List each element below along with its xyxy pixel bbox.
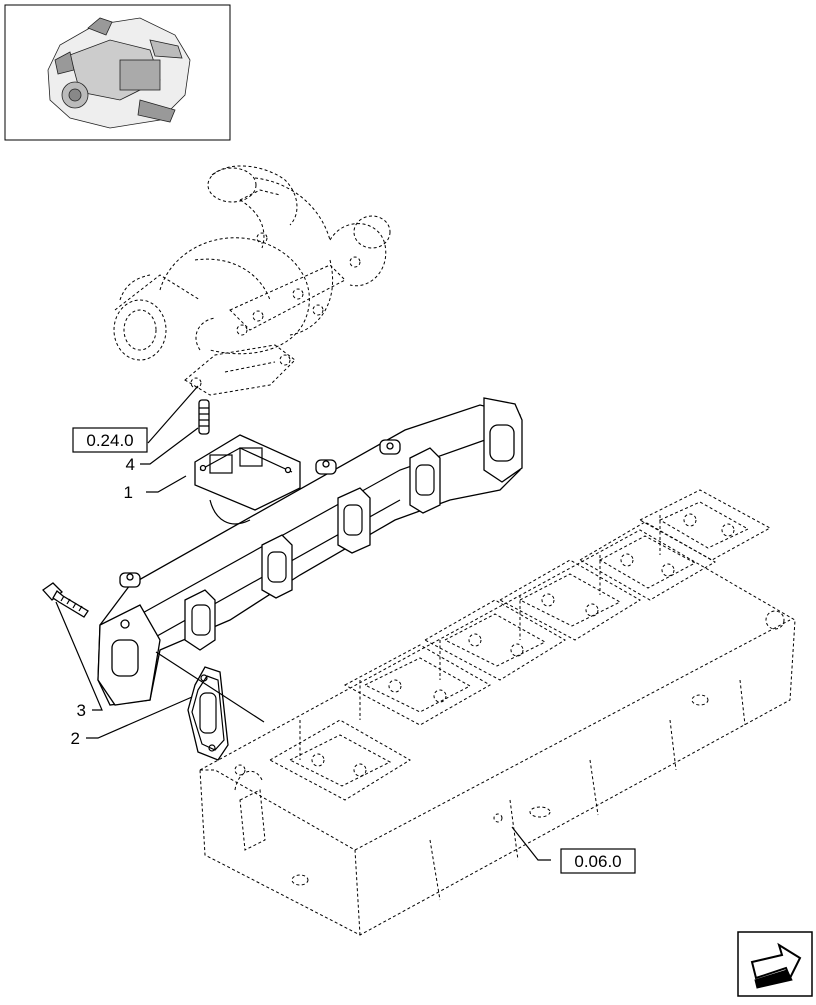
leader-lines — [55, 385, 551, 861]
ref-turbo-label: 0.24.0 — [86, 431, 133, 450]
engine-thumbnail[interactable] — [4, 4, 231, 141]
cylinder-head-drawing — [199, 489, 796, 936]
turbocharger-drawing — [113, 165, 391, 396]
stud[interactable] — [198, 399, 210, 435]
next-page-arrow-icon[interactable] — [737, 931, 813, 997]
callout-4: 4 — [126, 455, 135, 474]
gasket[interactable] — [187, 666, 229, 761]
exhaust-manifold[interactable] — [97, 397, 523, 706]
callout-3: 3 — [77, 701, 86, 720]
ref-box-cylinder-head[interactable]: 0.06.0 — [560, 848, 636, 874]
ref-cylinder-head-label: 0.06.0 — [574, 852, 621, 871]
ref-box-turbo[interactable]: 0.24.0 — [72, 427, 148, 453]
callout-1: 1 — [124, 483, 133, 502]
callout-2: 2 — [71, 729, 80, 748]
bolt[interactable] — [42, 582, 89, 618]
engine-thumbnail-drawing — [47, 17, 191, 129]
